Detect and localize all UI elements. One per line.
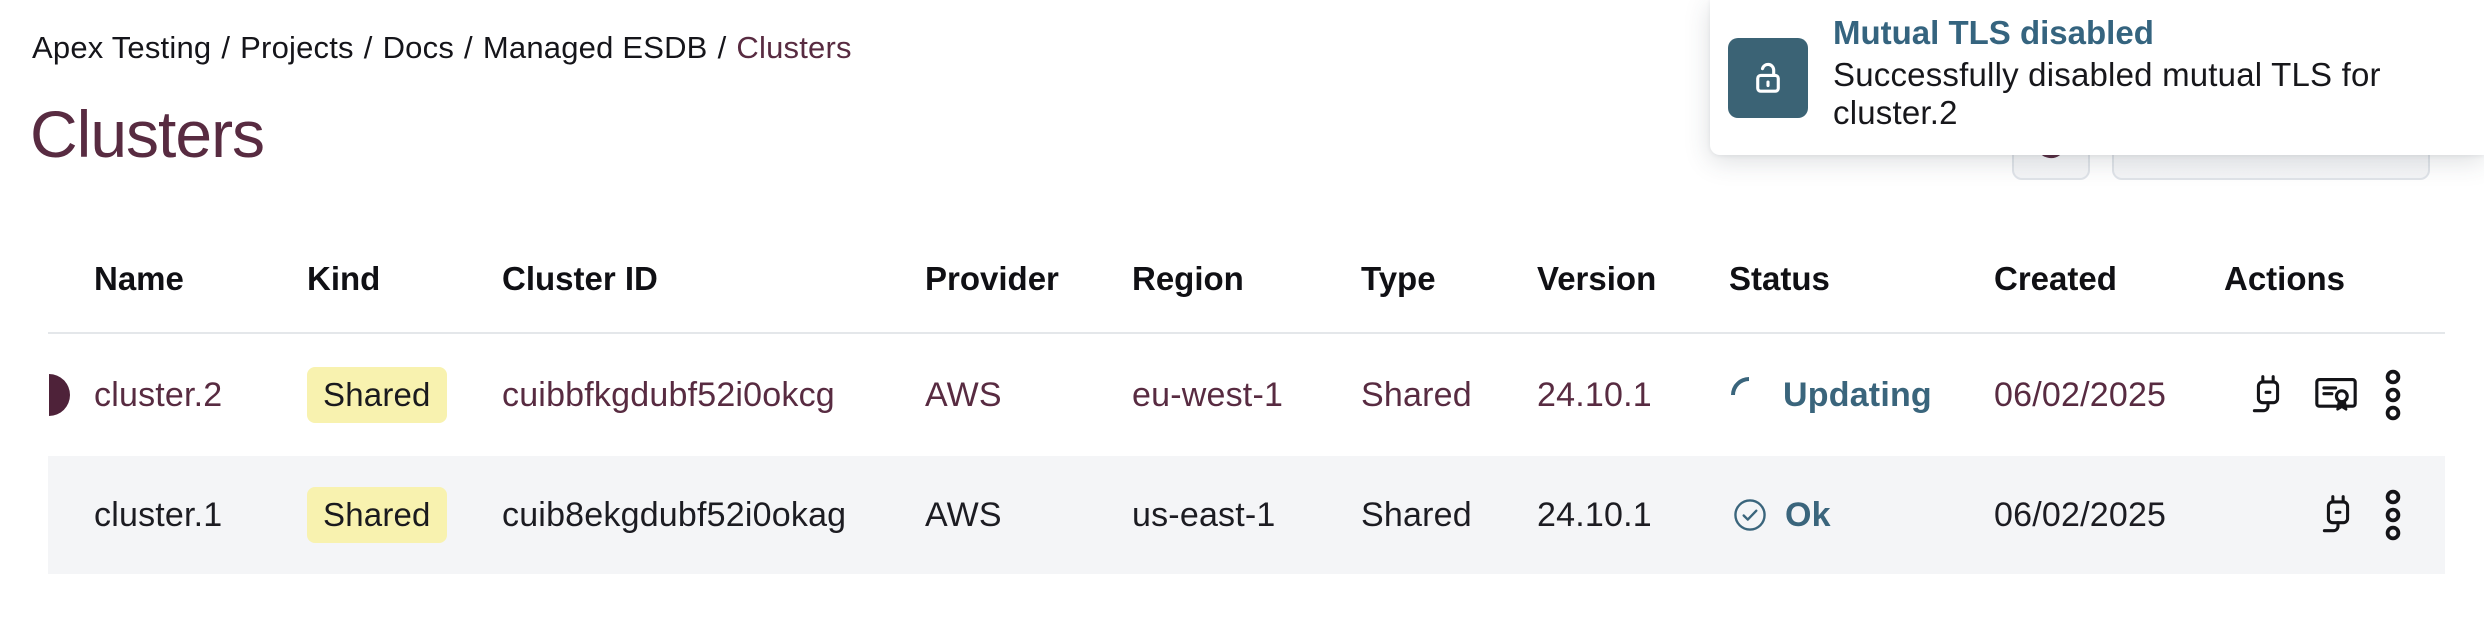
status-label: Updating <box>1783 375 1932 414</box>
created-cell: 06/02/2025 <box>1994 375 2167 414</box>
row-menu-button[interactable] <box>2381 367 2405 423</box>
cluster-id-cell: cuib8ekgdubf52i0okag <box>502 495 847 534</box>
kind-cell: Shared <box>307 367 502 423</box>
row-menu-button[interactable] <box>2381 487 2405 543</box>
connect-button[interactable] <box>2315 490 2361 540</box>
certificate-button[interactable] <box>2311 372 2361 418</box>
breadcrumb-item-apex-testing[interactable]: Apex Testing <box>32 30 212 65</box>
column-header-type: Type <box>1361 260 1436 297</box>
kebab-menu-icon <box>2381 367 2405 423</box>
active-row-marker <box>49 374 70 416</box>
connect-button[interactable] <box>2245 370 2291 420</box>
breadcrumb-item-docs[interactable]: Docs <box>382 30 455 65</box>
page-title: Clusters <box>30 97 265 171</box>
connect-plug-icon <box>2315 490 2361 540</box>
kind-cell: Shared <box>307 487 502 543</box>
certificate-icon <box>2311 372 2361 418</box>
type-cell: Shared <box>1361 495 1472 534</box>
status-cell: Ok <box>1729 496 1994 535</box>
actions-cell <box>2224 487 2445 543</box>
type-cell: Shared <box>1361 375 1472 414</box>
column-header-provider: Provider <box>925 260 1059 297</box>
column-header-cluster-id: Cluster ID <box>502 260 658 297</box>
check-circle-icon <box>1731 496 1769 534</box>
column-header-actions: Actions <box>2224 260 2346 297</box>
connect-plug-icon <box>2245 370 2291 420</box>
column-header-created: Created <box>1994 260 2117 297</box>
breadcrumb-separator: / <box>363 30 373 65</box>
column-header-version: Version <box>1537 260 1657 297</box>
breadcrumb-item-projects[interactable]: Projects <box>240 30 354 65</box>
actions-cell <box>2224 367 2445 423</box>
version-cell: 24.10.1 <box>1537 495 1652 534</box>
cluster-name-link[interactable]: cluster.2 <box>94 375 223 414</box>
cluster-id-cell: cuibbfkgdubf52i0okcg <box>502 375 835 414</box>
column-header-region: Region <box>1132 260 1244 297</box>
cluster-name-link[interactable]: cluster.1 <box>94 495 223 534</box>
breadcrumb-separator: / <box>717 30 727 65</box>
toast-title: Mutual TLS disabled <box>1833 14 2154 51</box>
region-cell: us-east-1 <box>1132 495 1276 534</box>
created-cell: 06/02/2025 <box>1994 495 2167 534</box>
kind-badge: Shared <box>307 367 447 423</box>
toast-message: Successfully disabled mutual TLS for clu… <box>1833 56 2381 131</box>
kebab-menu-icon <box>2381 487 2405 543</box>
clusters-table: Name Kind Cluster ID Provider Region Typ… <box>48 240 2445 574</box>
provider-cell: AWS <box>925 375 1002 414</box>
breadcrumb-item-clusters: Clusters <box>736 30 852 65</box>
table-row[interactable]: cluster.1 Shared cuib8ekgdubf52i0okag AW… <box>48 456 2445 574</box>
breadcrumb: Apex Testing / Projects / Docs / Managed ESDB /… <box>32 30 852 66</box>
status-cell: Updating <box>1723 369 1994 421</box>
column-header-status: Status <box>1729 260 1830 297</box>
table-header-row: Name Kind Cluster ID Provider Region Typ… <box>48 240 2445 334</box>
spinner-icon <box>1723 369 1775 421</box>
toast-text: Mutual TLS disabled Successfully disable… <box>1833 13 2469 132</box>
column-header-name: Name <box>94 260 184 297</box>
unlock-icon <box>1728 38 1808 118</box>
table-row[interactable]: cluster.2 Shared cuibbfkgdubf52i0okcg AW… <box>48 334 2445 456</box>
breadcrumb-item-managed-esdb[interactable]: Managed ESDB <box>482 30 708 65</box>
kind-badge: Shared <box>307 487 447 543</box>
version-cell: 24.10.1 <box>1537 375 1652 414</box>
status-label: Ok <box>1785 495 1831 534</box>
breadcrumb-separator: / <box>464 30 473 65</box>
provider-cell: AWS <box>925 495 1002 534</box>
column-header-kind: Kind <box>307 260 381 297</box>
breadcrumb-separator: / <box>221 30 231 65</box>
toast-notification[interactable]: Mutual TLS disabled Successfully disable… <box>1710 0 2484 155</box>
region-cell: eu-west-1 <box>1132 375 1284 414</box>
